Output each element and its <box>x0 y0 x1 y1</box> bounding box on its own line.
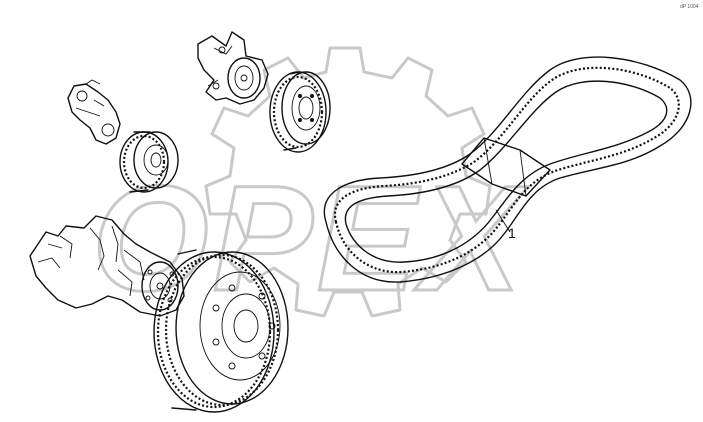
watermark: OPEX <box>91 46 526 324</box>
idler-roller <box>119 131 179 193</box>
tensioner-bracket <box>197 31 269 105</box>
timing-belt <box>323 56 692 283</box>
callout-leader <box>495 209 511 233</box>
crank-pulley <box>153 249 289 413</box>
watermark-gear-icon <box>204 46 492 318</box>
callout-1: 1 <box>495 209 516 241</box>
corner-code: dP 1004 <box>680 4 699 10</box>
callout-label: 1 <box>508 225 516 241</box>
pulley-top <box>269 71 331 153</box>
idler-arm <box>67 79 121 145</box>
